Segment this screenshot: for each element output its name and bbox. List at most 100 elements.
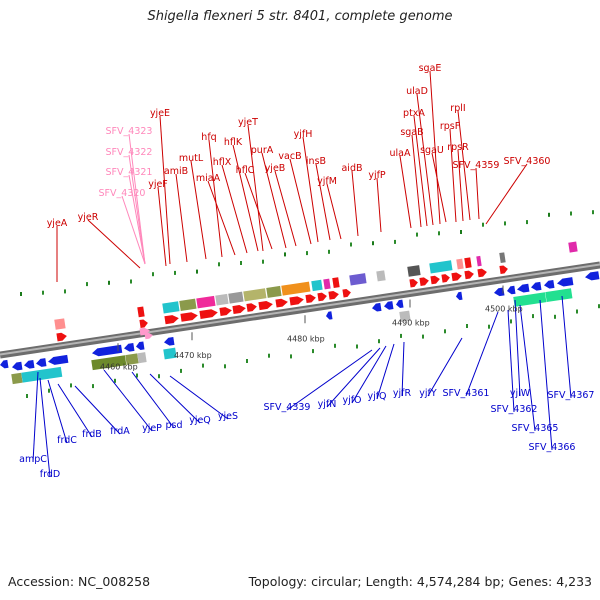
accession-text: Accession: NC_008258 (8, 574, 151, 589)
gene-label-rpsf: rpsF (440, 121, 460, 132)
forward-category-5 (215, 293, 229, 306)
gc-dot-top-13 (306, 251, 308, 256)
gc-dot-top-2 (64, 289, 66, 294)
reverse-category-7-body (513, 292, 547, 307)
gene-tracks (0, 241, 600, 385)
gene-label-rpsr: rpsR (447, 142, 469, 153)
gene-label-sgae: sgaE (419, 63, 442, 74)
gc-dot-bottom-18 (422, 334, 424, 339)
gene-label-sfv_4339-line (286, 349, 373, 411)
gc-dot-bottom-7 (180, 368, 182, 373)
gene-label-frdd: frdD (40, 469, 60, 480)
gc-dot-bottom-12 (290, 354, 292, 359)
gene-label-sgae-line (429, 70, 441, 225)
forward-gene-17-body (430, 275, 440, 285)
forward-gene-3 (180, 312, 198, 322)
forward-category-1 (137, 306, 145, 318)
gene-label-ulad: ulaD (406, 86, 428, 97)
reverse-gene-2-body (24, 359, 35, 369)
forward-gene-4 (199, 309, 218, 319)
gene-label-hflx-line (221, 164, 248, 254)
reverse-gene-6 (124, 342, 135, 352)
forward-category-11 (323, 278, 331, 290)
gene-label-ulaa-line (399, 155, 412, 229)
gc-dot-top-17 (394, 239, 396, 244)
backbone-core (0, 263, 600, 356)
forward-category-19-body (476, 255, 482, 267)
gc-dot-bottom-3 (92, 384, 94, 389)
forward-gene-11 (305, 294, 316, 304)
gene-label-hfq-line (208, 139, 223, 258)
gene-label-yjes-line (169, 375, 229, 420)
forward-gene-20-body (464, 270, 474, 280)
forward-category-11-body (323, 278, 331, 290)
gc-dot-bottom-10 (246, 359, 248, 363)
gc-dot-bottom-14 (334, 343, 336, 348)
gene-label-sgau-line (431, 152, 447, 223)
forward-gene-11-body (305, 294, 316, 304)
gc-dot-bottom-25 (576, 309, 578, 314)
reverse-gene-17 (531, 281, 542, 291)
forward-gene-13-body (328, 290, 339, 300)
forward-gene-20 (464, 270, 474, 280)
gene-label-ptxa: ptxA (403, 108, 425, 119)
gc-dot-top-4 (108, 280, 110, 285)
reverse-category-6 (399, 310, 411, 322)
gc-dot-bottom-9 (224, 364, 226, 369)
gene-label-insb-line (315, 163, 331, 241)
gene-label-sfv_4320-line (121, 195, 146, 265)
forward-category-21-body (568, 241, 578, 253)
gc-dot-top-7 (174, 270, 176, 275)
reverse-gene-17-body (531, 281, 542, 291)
reverse-gene-0 (0, 359, 9, 369)
reverse-category-0-body (11, 372, 23, 385)
gc-dot-bottom-22 (510, 319, 512, 324)
reverse-gene-12 (396, 299, 404, 309)
forward-category-14 (376, 270, 386, 282)
forward-category-21 (568, 241, 578, 253)
forward-category-20-body (499, 252, 506, 263)
gene-label-yjiw: yjiW (510, 388, 531, 399)
gc-dot-bottom-23 (532, 314, 534, 319)
scale-tick-label-4: 4500 kbp (485, 305, 523, 314)
scale-tick-label-2: 4480 kbp (287, 334, 325, 343)
forward-gene-22 (499, 265, 508, 274)
forward-gene-7 (246, 303, 257, 312)
gc-dot-top-16 (372, 241, 374, 246)
forward-gene-16 (419, 277, 429, 286)
gene-label-vacb: vacB (278, 151, 301, 162)
forward-category-18 (464, 257, 472, 269)
pseudogene-1 (144, 332, 153, 340)
gene-label-sfv_4361-line (465, 311, 499, 397)
pseudogene-0-body (139, 327, 150, 336)
forward-category-7 (243, 288, 267, 302)
reverse-category-5 (163, 347, 177, 360)
gene-label-yjer: yjeR (78, 212, 99, 223)
forward-category-15-body (407, 265, 421, 277)
reverse-gene-1-body (12, 361, 23, 371)
reverse-category-3 (125, 353, 139, 366)
forward-category-7-body (243, 288, 267, 302)
gc-dot-bottom-5 (136, 373, 138, 378)
gene-label-sfv_4321: SFV_4321 (106, 167, 153, 178)
reverse-gene-16 (517, 283, 530, 293)
gc-dot-bottom-6 (158, 374, 160, 379)
forward-category-13-body (349, 273, 367, 286)
gene-label-yjfo-line (351, 345, 387, 404)
forward-category-4-body (196, 295, 216, 309)
reverse-gene-9 (326, 311, 333, 320)
gene-label-mutl-line (190, 160, 207, 260)
gc-dot-bottom-13 (312, 349, 314, 354)
gene-label-psd: psd (165, 420, 182, 431)
gene-label-hflk-line (232, 144, 259, 252)
forward-gene-14 (342, 289, 351, 298)
forward-gene-12-body (317, 292, 327, 302)
gene-label-sfv_4360-line (485, 163, 528, 225)
forward-gene-1 (139, 319, 148, 328)
pseudogene-1-body (144, 332, 153, 340)
forward-category-14-body (376, 270, 386, 282)
forward-category-18-body (464, 257, 472, 269)
reverse-gene-10-body (372, 302, 382, 312)
